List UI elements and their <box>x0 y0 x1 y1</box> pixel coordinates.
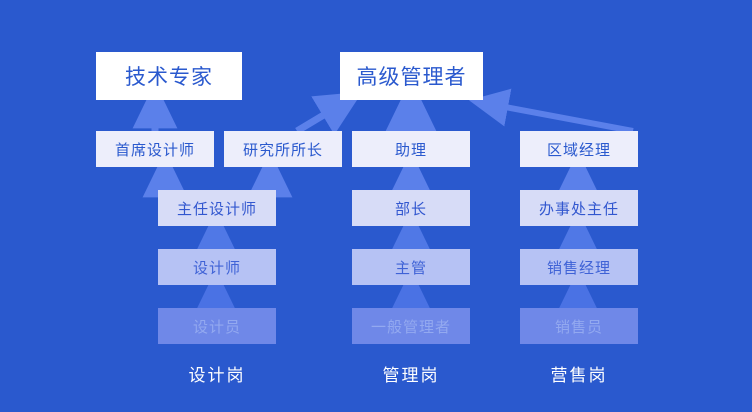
node-label: 技术专家 <box>125 66 213 89</box>
node-label: 设计师 <box>192 259 241 277</box>
node-label: 首席设计师 <box>114 141 195 159</box>
node-institute-director[interactable]: 研究所所长 <box>224 131 342 167</box>
node-label: 销售经理 <box>546 259 611 277</box>
node-regional-manager[interactable]: 区域经理 <box>520 131 638 167</box>
node-chief-designer[interactable]: 首席设计师 <box>96 131 214 167</box>
column-label-design: 设计岗 <box>188 366 246 385</box>
node-assistant[interactable]: 助理 <box>352 131 470 167</box>
node-label: 高级管理者 <box>356 66 467 89</box>
node-sales-manager[interactable]: 销售经理 <box>520 249 638 285</box>
node-senior-manager[interactable]: 高级管理者 <box>340 52 483 100</box>
node-salesperson[interactable]: 销售员 <box>520 308 638 344</box>
node-supervisor[interactable]: 主管 <box>352 249 470 285</box>
node-lead-designer[interactable]: 主任设计师 <box>158 190 276 226</box>
arrow-regional-manager-to-senior-manager <box>468 88 634 134</box>
node-tech-expert[interactable]: 技术专家 <box>96 52 242 100</box>
node-label: 一般管理者 <box>370 318 451 336</box>
node-label: 销售员 <box>554 318 603 336</box>
node-label: 主任设计师 <box>176 200 257 218</box>
node-junior-designer[interactable]: 设计员 <box>158 308 276 344</box>
node-office-director[interactable]: 办事处主任 <box>520 190 638 226</box>
column-label-sales: 营售岗 <box>550 366 608 385</box>
node-label: 部长 <box>394 200 427 218</box>
arrow-institute-director-to-senior-manager <box>295 91 363 135</box>
node-designer[interactable]: 设计师 <box>158 249 276 285</box>
node-label: 办事处主任 <box>538 200 619 218</box>
node-label: 设计员 <box>192 318 241 336</box>
node-label: 区域经理 <box>546 141 611 159</box>
node-department-head[interactable]: 部长 <box>352 190 470 226</box>
column-label-management: 管理岗 <box>382 366 440 385</box>
node-general-manager[interactable]: 一般管理者 <box>352 308 470 344</box>
node-label: 主管 <box>394 259 427 277</box>
node-label: 研究所所长 <box>242 141 323 159</box>
node-label: 助理 <box>394 141 427 159</box>
